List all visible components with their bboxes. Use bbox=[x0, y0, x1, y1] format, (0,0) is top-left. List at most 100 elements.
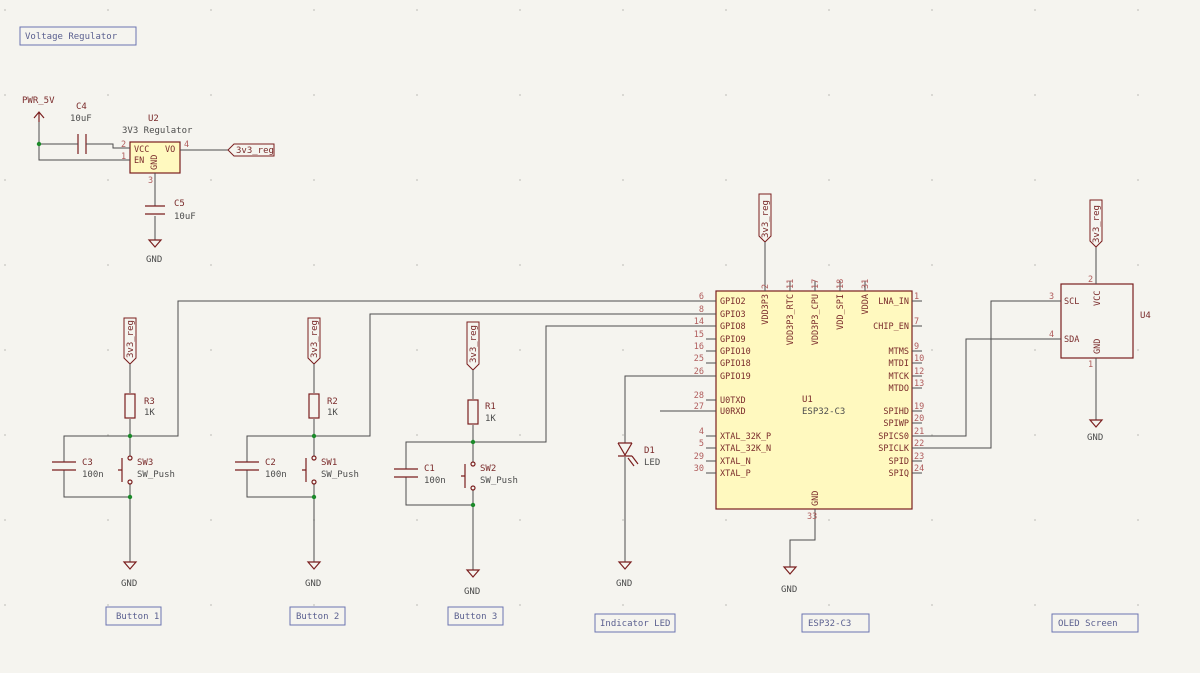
grid-dot bbox=[1034, 349, 1036, 351]
grid-dot bbox=[931, 519, 933, 521]
grid-dot bbox=[1034, 264, 1036, 266]
svg-text:PWR_5V: PWR_5V bbox=[22, 96, 55, 106]
svg-text:1K: 1K bbox=[327, 408, 338, 418]
grid-dot bbox=[4, 94, 6, 96]
esp-pin-name: VDD3P3_CPU bbox=[811, 294, 821, 345]
grid-dot bbox=[1034, 94, 1036, 96]
grid-dot bbox=[416, 9, 418, 11]
esp-pin-num: 12 bbox=[914, 367, 924, 377]
svg-text:SCL: SCL bbox=[1064, 297, 1079, 307]
svg-text:33: 33 bbox=[807, 512, 817, 522]
grid-dot bbox=[313, 179, 315, 181]
grid-dot bbox=[519, 9, 521, 11]
button1-circuit: 3v3_reg R3 1K C3 100n SW3 SW_Push GND bbox=[52, 300, 706, 589]
grid-dot bbox=[210, 94, 212, 96]
net-label-3v3-oled: 3v3_reg bbox=[1089, 199, 1103, 248]
grid-dot bbox=[519, 349, 521, 351]
grid-dot bbox=[210, 604, 212, 606]
esp-pin-name: SPIWP bbox=[883, 419, 909, 429]
grid-dot bbox=[725, 9, 727, 11]
wire-pwr5v bbox=[38, 122, 122, 161]
grid-dot bbox=[828, 519, 830, 521]
esp-pin-num: 17 bbox=[811, 279, 821, 289]
esp-pin-num: 15 bbox=[694, 330, 704, 340]
svg-text:VCC: VCC bbox=[1093, 291, 1103, 306]
svg-text:3: 3 bbox=[148, 176, 153, 186]
grid-dot bbox=[210, 349, 212, 351]
grid-dot bbox=[1137, 264, 1139, 266]
grid-dot bbox=[1034, 9, 1036, 11]
svg-text:GND: GND bbox=[305, 579, 321, 589]
esp-pin-name: VDDA bbox=[861, 294, 871, 314]
esp-pin-num: 25 bbox=[694, 354, 704, 364]
grid-dot bbox=[519, 604, 521, 606]
esp-pin-name: SPICS0 bbox=[878, 432, 909, 442]
esp-pin-num: 6 bbox=[699, 292, 704, 302]
esp-top-pins: VDD3P32VDD3P3_RTC11VDD3P3_CPU17VDD_SPI18… bbox=[761, 279, 871, 345]
grid-dot bbox=[622, 264, 624, 266]
esp-pin-name: GPIO9 bbox=[720, 335, 746, 345]
grid-dot bbox=[828, 9, 830, 11]
svg-text:Indicator LED: Indicator LED bbox=[600, 619, 670, 629]
svg-text:3v3_reg: 3v3_reg bbox=[236, 146, 274, 156]
grid-dots bbox=[4, 9, 1139, 606]
grid-dot bbox=[725, 94, 727, 96]
esp-pin-name: GPIO19 bbox=[720, 372, 751, 382]
grid-dot bbox=[519, 519, 521, 521]
esp-pin-name: VDD3P3 bbox=[761, 294, 771, 325]
esp-pin-num: 18 bbox=[836, 279, 846, 289]
grid-dot bbox=[4, 604, 6, 606]
grid-dot bbox=[1137, 519, 1139, 521]
grid-dot bbox=[4, 264, 6, 266]
grid-dot bbox=[107, 264, 109, 266]
svg-text:SW_Push: SW_Push bbox=[137, 470, 175, 480]
esp-pin-name: VDD3P3_RTC bbox=[786, 294, 796, 345]
svg-text:1K: 1K bbox=[485, 414, 496, 424]
svg-text:100n: 100n bbox=[265, 470, 287, 480]
svg-text:R2: R2 bbox=[327, 397, 338, 407]
section-label-button2: Button 2 bbox=[289, 606, 346, 626]
button3-circuit: 3v3_reg R1 1K C1 100n SW2 SW_Push GND bbox=[394, 321, 706, 597]
svg-text:U2: U2 bbox=[148, 114, 159, 124]
svg-text:U1: U1 bbox=[802, 395, 813, 405]
grid-dot bbox=[107, 9, 109, 11]
esp-pin-name: XTAL_P bbox=[720, 469, 751, 479]
grid-dot bbox=[1137, 434, 1139, 436]
grid-dot bbox=[725, 179, 727, 181]
wire-i2c-scl bbox=[922, 338, 1045, 437]
esp-pin-name: SPIHD bbox=[883, 407, 909, 417]
svg-text:VCC: VCC bbox=[134, 145, 149, 155]
svg-text:SW3: SW3 bbox=[137, 458, 153, 468]
grid-dot bbox=[828, 179, 830, 181]
grid-dot bbox=[313, 264, 315, 266]
esp-pin-num: 31 bbox=[861, 279, 871, 289]
esp-pin-num: 4 bbox=[699, 427, 704, 437]
esp-pin-num: 26 bbox=[694, 367, 704, 377]
grid-dot bbox=[210, 519, 212, 521]
svg-text:SDA: SDA bbox=[1064, 335, 1079, 345]
svg-text:GND: GND bbox=[464, 587, 480, 597]
grid-dot bbox=[4, 349, 6, 351]
section-label-oled-screen: OLED Screen bbox=[1051, 613, 1139, 633]
led-d1: D1 LED GND bbox=[616, 375, 706, 589]
gnd-symbol-reg: GND bbox=[146, 239, 163, 265]
esp-pin-name: GPIO2 bbox=[720, 297, 746, 307]
button2-circuit: 3v3_reg R2 1K C2 100n SW1 SW_Push GND bbox=[235, 313, 706, 589]
esp-pin-name: MTDI bbox=[889, 359, 909, 369]
esp-pin-num: 1 bbox=[914, 292, 919, 302]
esp-pin-num: 5 bbox=[699, 439, 704, 449]
grid-dot bbox=[622, 519, 624, 521]
esp-pin-num: 7 bbox=[914, 317, 919, 327]
svg-text:10uF: 10uF bbox=[70, 114, 92, 124]
section-label-esp32c3: ESP32-C3 bbox=[801, 613, 870, 633]
grid-dot bbox=[828, 604, 830, 606]
grid-dot bbox=[4, 434, 6, 436]
svg-text:GND: GND bbox=[121, 579, 137, 589]
esp-pin-name: U0RXD bbox=[720, 407, 746, 417]
section-label-voltage-regulator: Voltage Regulator bbox=[19, 26, 137, 46]
grid-dot bbox=[622, 179, 624, 181]
grid-dot bbox=[931, 9, 933, 11]
svg-text:Button 3: Button 3 bbox=[454, 612, 497, 622]
esp-pin-num: 27 bbox=[694, 402, 704, 412]
